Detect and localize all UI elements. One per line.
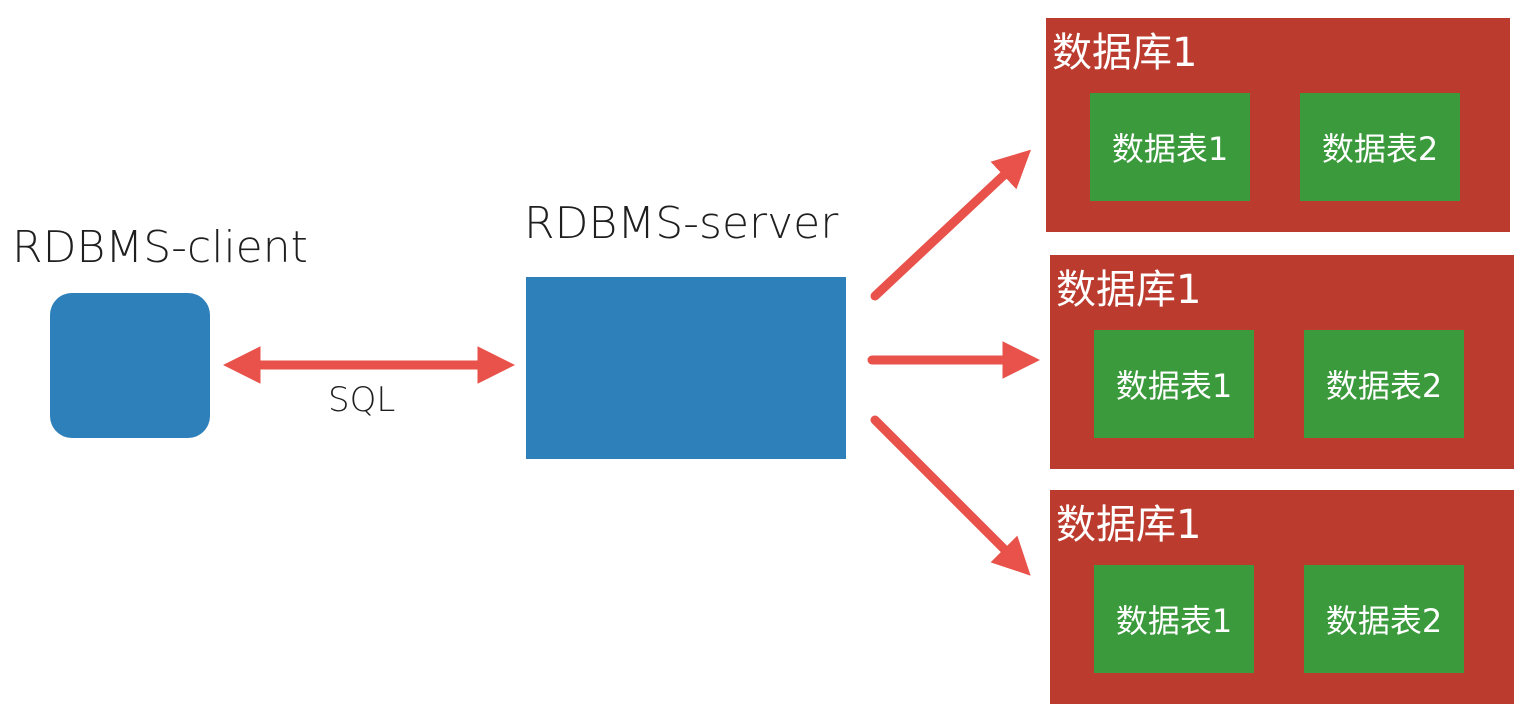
table-box: 数据表1 — [1094, 565, 1254, 673]
table-box: 数据表1 — [1094, 330, 1254, 438]
table-box: 数据表1 — [1090, 93, 1250, 201]
client-box — [50, 293, 210, 438]
sql-label: SQL — [328, 380, 396, 420]
server-label: RDBMS-server — [524, 198, 839, 249]
table-box: 数据表2 — [1300, 93, 1460, 201]
database-box: 数据库1 数据表1 数据表2 — [1046, 18, 1510, 232]
database-title: 数据库1 — [1056, 267, 1202, 313]
server-to-database-3-arrow — [870, 415, 1031, 576]
database-title: 数据库1 — [1056, 502, 1202, 548]
table-box: 数据表2 — [1304, 330, 1464, 438]
database-title: 数据库1 — [1052, 30, 1198, 76]
server-to-database-1-arrow — [870, 149, 1032, 301]
database-box: 数据库1 数据表1 数据表2 — [1050, 255, 1514, 469]
database-box: 数据库1 数据表1 数据表2 — [1050, 490, 1514, 704]
client-label: RDBMS-client — [12, 222, 308, 273]
table-box: 数据表2 — [1304, 565, 1464, 673]
server-box — [526, 277, 846, 459]
